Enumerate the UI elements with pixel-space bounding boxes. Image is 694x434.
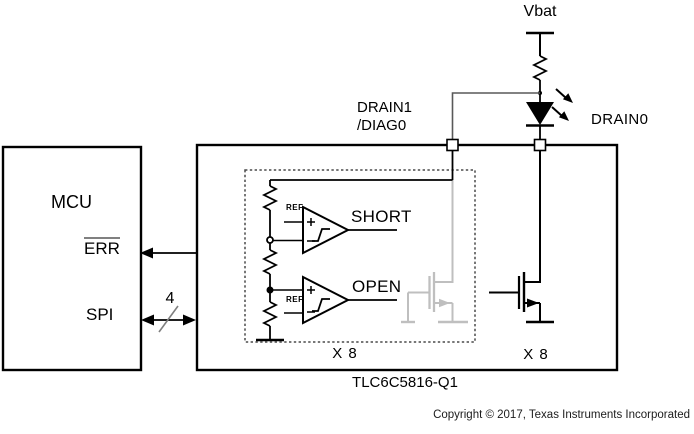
- short-comparator-icon: [302, 205, 397, 255]
- led-light-arrows-icon: [551, 88, 573, 121]
- drain0-pin-label: DRAIN0: [591, 111, 649, 128]
- drain1-diag0-pin-label: DRAIN1/DIAG0: [357, 99, 412, 135]
- err-pin-label: ERR: [84, 237, 120, 258]
- plus-input-icon: [307, 286, 315, 294]
- open-comparator-icon: [302, 275, 397, 325]
- comparator-input-wires: [270, 221, 303, 314]
- drain1-label-line1: DRAIN1: [357, 99, 413, 116]
- resistor-divider-icon: [256, 180, 284, 342]
- multiplier-right-label: X 8: [523, 346, 549, 363]
- series-resistor-icon: [531, 55, 549, 81]
- bus-width-slash-icon: [158, 305, 179, 333]
- bus-width-label: 4: [165, 290, 175, 307]
- ghost-mosfet-icon: [401, 180, 468, 324]
- plus-input-icon: [307, 218, 315, 226]
- drain1-internal-wire: [270, 150, 454, 181]
- multiplier-left-label: X 8: [332, 345, 358, 362]
- divider-tap-upper-junction: [266, 236, 274, 244]
- output-mosfet-icon: [489, 150, 554, 324]
- ref-label-short: REF: [286, 203, 304, 212]
- short-signal-label: SHORT: [351, 207, 412, 226]
- drain1-pin-square: [446, 138, 459, 152]
- vbat-label: Vbat: [523, 3, 557, 20]
- ref-label-open: REF: [286, 295, 304, 304]
- open-signal-label: OPEN: [352, 277, 402, 296]
- spi-pin-label: SPI: [86, 305, 114, 324]
- drain1-label-line2: /DIAG0: [357, 117, 407, 134]
- mcu-label: MCU: [51, 192, 92, 212]
- mcu-box: [1, 145, 143, 372]
- led-icon: [526, 102, 554, 140]
- chip-name-label: TLC6C5816-Q1: [352, 374, 458, 391]
- vbat-rail-icon: [526, 31, 554, 56]
- hysteresis-icon: [312, 298, 330, 312]
- hysteresis-icon: [312, 228, 330, 242]
- err-signal-arrow: [140, 247, 197, 259]
- copyright-notice: Copyright © 2017, Texas Instruments Inco…: [433, 409, 690, 421]
- drain1-sense-wire: [451, 92, 540, 140]
- drain0-pin-square: [533, 138, 547, 152]
- driver-box: [195, 143, 619, 372]
- spi-bus-arrow: [141, 305, 196, 333]
